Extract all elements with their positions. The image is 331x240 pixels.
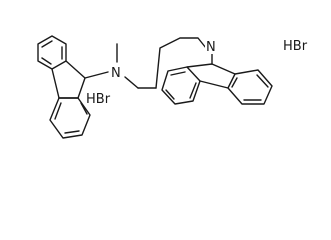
fluorenyl-to-n-bond (84, 71, 109, 79)
right-left-ring-double-2 (189, 82, 197, 99)
right-fluorene-right-ring (227, 69, 273, 105)
n-methyl-center: N (110, 43, 157, 89)
right-left-ring-double-1 (170, 71, 186, 76)
left-lower-ring-double-1 (80, 102, 88, 115)
right-right-ring-double-3 (231, 77, 238, 88)
right-five-ring-bottom (199, 80, 229, 89)
molecule-drawing: N N HBr HBr (37, 35, 308, 139)
left-fluorene-lower-ring (49, 97, 91, 139)
left-five-ring-bridge (51, 68, 60, 99)
n-methyl-atom-label: N (111, 66, 121, 81)
structure-canvas: N N HBr HBr (37, 35, 308, 139)
n-to-ch2-bond (124, 76, 139, 89)
right-right-ring-double-1 (256, 74, 269, 88)
left-fluorene-five-ring (65, 60, 86, 99)
hbr-salt-label-2: HBr (283, 39, 308, 54)
left-upper-ring-double-1 (41, 40, 53, 48)
left-upper-ring-double-3 (41, 57, 52, 65)
right-left-ring-double-3 (165, 89, 175, 100)
right-fluorene-five-ring (186, 63, 236, 75)
hbr-salt-label-1: HBr (86, 92, 111, 107)
n-ring-atom-label: N (206, 40, 216, 55)
left-fluorenyl-group (37, 35, 109, 139)
left-lower-ring-double-3 (54, 102, 62, 120)
macrocycle-chain (155, 37, 207, 89)
right-fluorene-group: N (161, 38, 273, 105)
left-lower-ring-double-2 (64, 130, 80, 134)
